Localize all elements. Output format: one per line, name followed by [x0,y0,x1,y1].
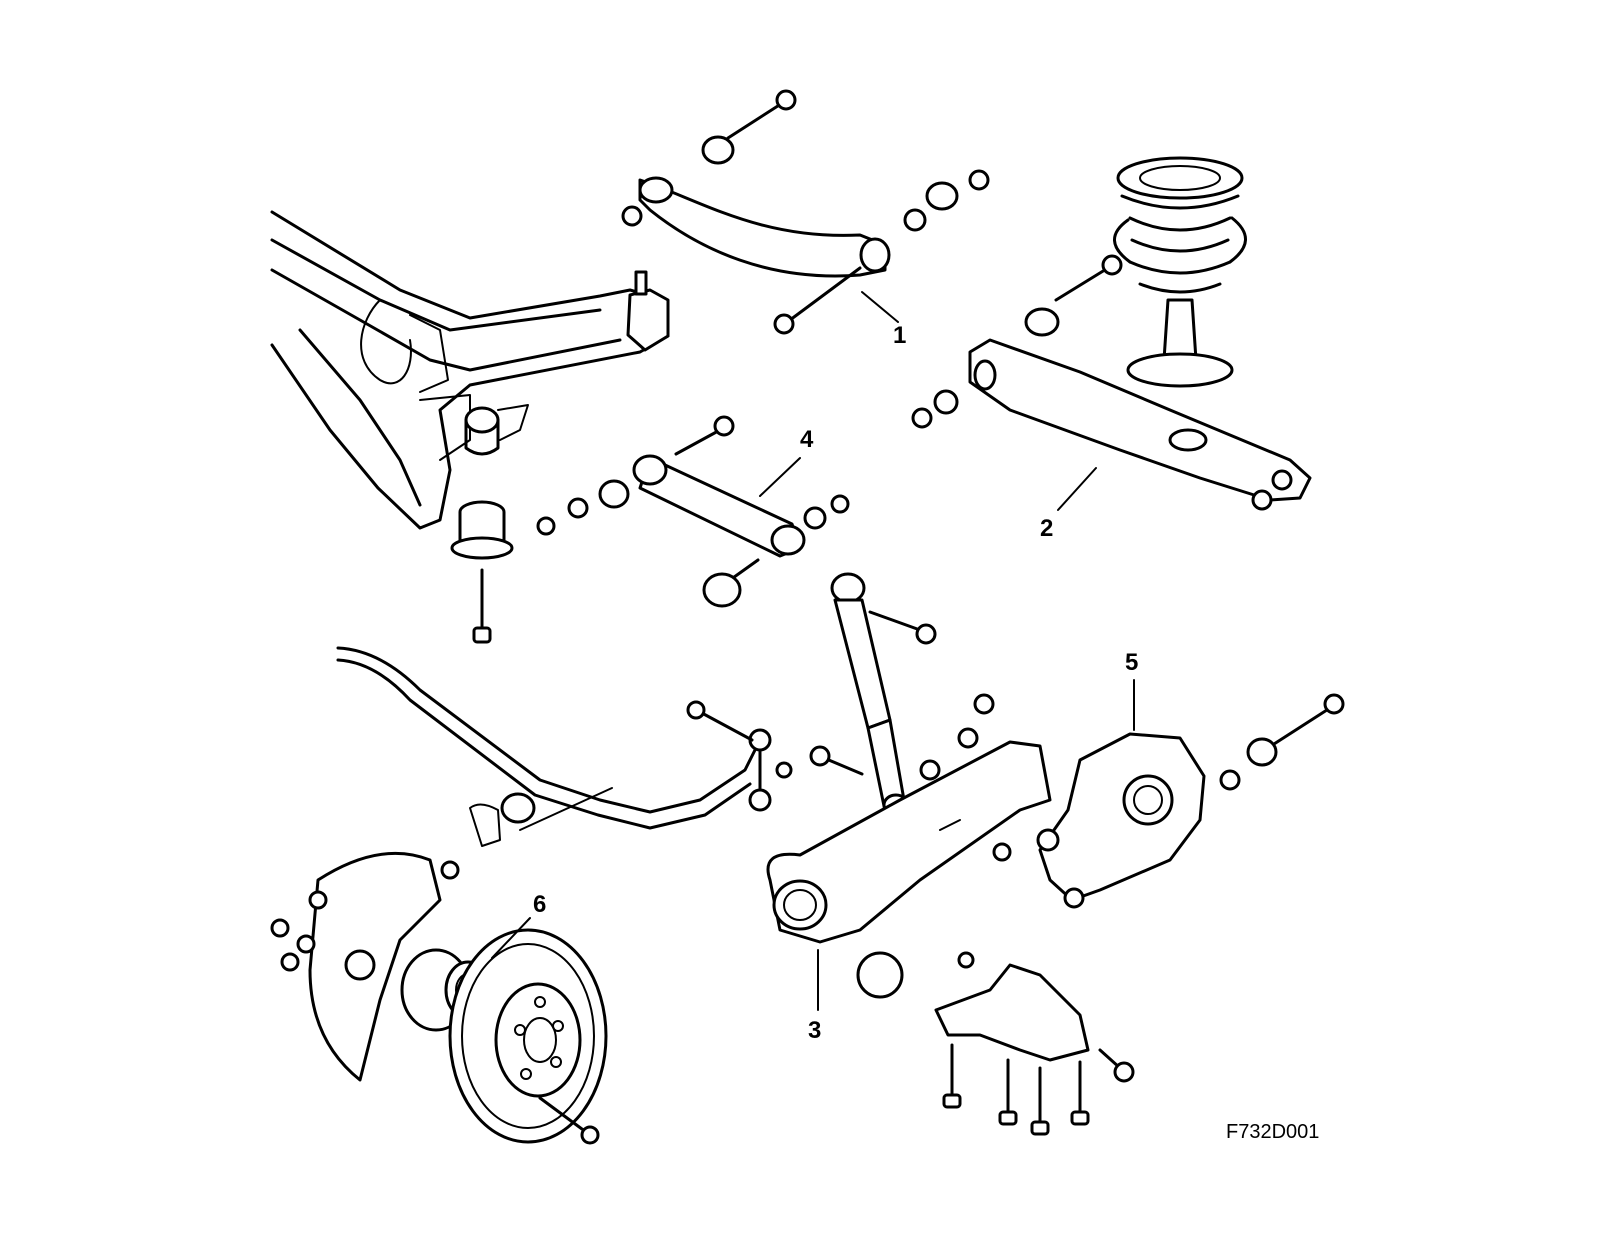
trailing-arm-bolts [809,693,995,781]
shock-absorber [830,572,937,817]
leader-line-2 [1057,467,1097,511]
trailing-arm-bracket [934,951,1135,1136]
subframe-bolt [472,568,492,644]
callout-1: 1 [893,322,906,349]
brake-backing-plate [270,851,442,1082]
lower-spring-arm [911,338,1312,511]
callout-4: 4 [800,426,814,453]
leader-line-1 [861,291,899,323]
brake-disc [448,928,608,1145]
wheel-knuckle [1036,693,1345,909]
upper-control-arm [621,89,990,335]
leader-line-6 [491,917,531,959]
callout-3: 3 [808,1017,821,1044]
leader-line-4 [759,457,801,497]
callout-2: 2 [1040,515,1053,542]
subframe-bushing [450,500,514,560]
subframe [270,210,670,530]
trailing-arm [766,740,1052,999]
callout-5: 5 [1125,649,1138,676]
spring-bolt [1024,254,1123,337]
coil-spring [1113,156,1247,388]
callout-6: 6 [533,891,546,918]
drawing-code: F732D001 [1226,1121,1319,1143]
toe-link [536,415,850,608]
stabilizer-bar [336,646,793,880]
